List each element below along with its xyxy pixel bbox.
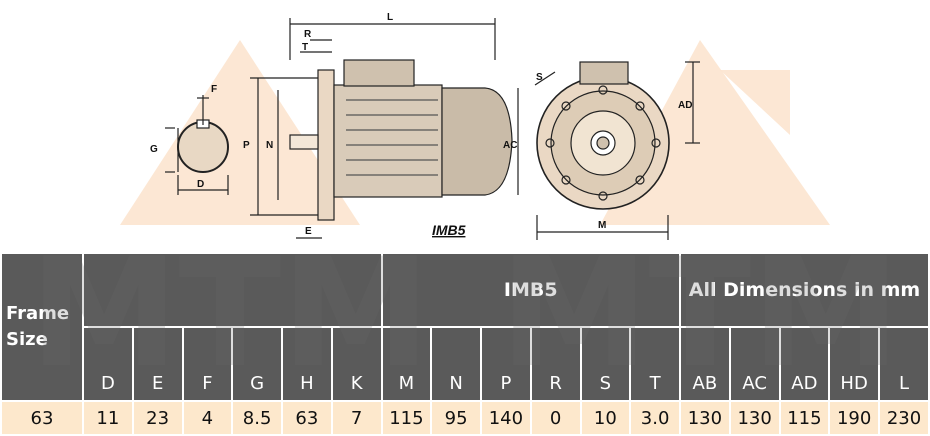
dim-label-m: M	[598, 220, 606, 231]
dim-label-ac: AC	[503, 140, 517, 151]
column-header-row: D E F G H K M N P R S T AB AC AD HD L	[2, 328, 928, 400]
table-cell: 10	[581, 402, 630, 434]
frame-size-cell: 63	[2, 402, 82, 434]
column-header: T	[631, 328, 679, 400]
table-cell: 23	[133, 402, 182, 434]
column-header: K	[332, 328, 381, 400]
column-header: M	[382, 328, 431, 400]
table-row: 63 11 23 4 8.5 63 7 115 95 140 0 10 3.0 …	[2, 402, 928, 434]
table-cell: 8.5	[233, 402, 281, 434]
column-header: AB	[681, 328, 729, 400]
table-cell: 115	[780, 402, 829, 434]
dim-label-l: L	[387, 12, 393, 23]
table-cell: 95	[432, 402, 480, 434]
column-header: AC	[730, 328, 779, 400]
table-cell: 11	[84, 402, 132, 434]
units-note-header: All Dimensions in mm	[681, 254, 928, 326]
table-cell: 7	[332, 402, 381, 434]
dim-label-s: S	[536, 72, 543, 83]
table-cell: 115	[382, 402, 431, 434]
dim-label-p: P	[243, 140, 250, 151]
column-header: N	[432, 328, 480, 400]
column-header: R	[531, 328, 580, 400]
table-header-row: Frame Size IMB5 All Dimensions in mm	[2, 254, 928, 400]
motor-side-view	[250, 18, 519, 239]
table-cell: 130	[730, 402, 779, 434]
column-header: AD	[780, 328, 829, 400]
dim-label-ad: AD	[678, 100, 692, 111]
motor-technical-drawing: L R T F G D P N AC E S AD M IMB5	[150, 12, 700, 240]
mount-type-header: IMB5	[382, 254, 679, 326]
dim-label-n: N	[266, 140, 273, 151]
shaft-section-view	[165, 95, 229, 195]
dim-label-r: R	[304, 29, 312, 40]
table-cell: 230	[880, 402, 928, 434]
header-blank-cell	[84, 254, 381, 326]
column-header: P	[482, 328, 530, 400]
column-header: E	[133, 328, 182, 400]
table-cell: 140	[482, 402, 530, 434]
column-header: F	[183, 328, 232, 400]
dim-label-f: F	[211, 84, 217, 95]
dim-label-e: E	[305, 226, 312, 237]
dim-label-g: G	[150, 144, 158, 155]
drawing-caption: IMB5	[432, 222, 466, 238]
column-header: HD	[830, 328, 878, 400]
dim-label-t: T	[302, 42, 308, 53]
dimensions-table: Frame Size IMB5 All Dimensions in mm D E…	[0, 252, 930, 436]
table-cell: 4	[183, 402, 232, 434]
column-header: L	[880, 328, 928, 400]
column-header: G	[233, 328, 281, 400]
table-cell: 3.0	[631, 402, 679, 434]
table-cell: 190	[830, 402, 878, 434]
table-cell: 0	[531, 402, 580, 434]
frame-size-header: Frame Size	[2, 254, 82, 400]
column-header: H	[283, 328, 331, 400]
dim-label-d: D	[197, 179, 204, 190]
motor-front-view	[534, 61, 700, 240]
table-cell: 63	[283, 402, 331, 434]
column-header: D	[84, 328, 132, 400]
table-cell: 130	[681, 402, 729, 434]
column-header: S	[581, 328, 630, 400]
